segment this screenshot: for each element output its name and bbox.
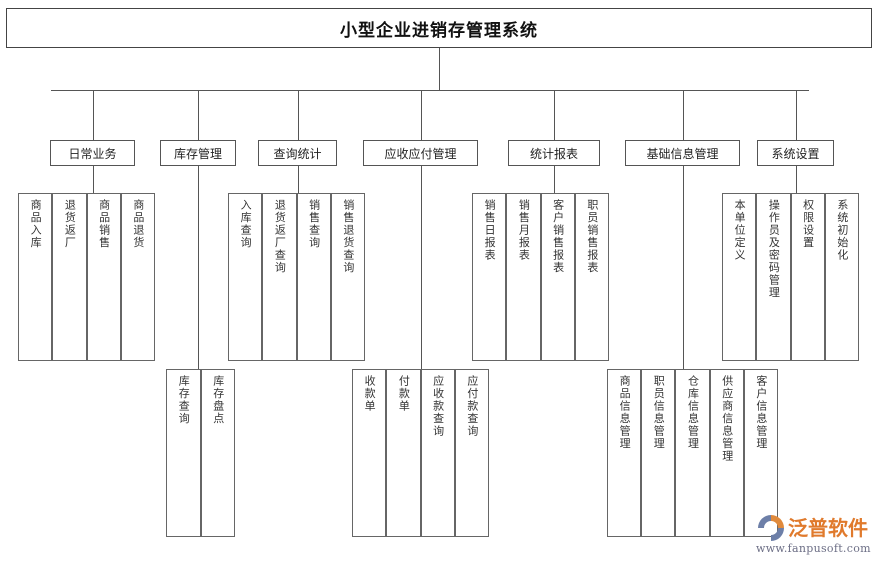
group-box-query-statistics[interactable]: 查询统计 xyxy=(258,140,337,166)
group-label-basic-information-management: 基础信息管理 xyxy=(646,146,719,161)
leaf-label-system-settings-0: 本单位定义 xyxy=(733,199,747,262)
leaf-box-statistical-reports-3[interactable]: 职员销售报表 xyxy=(574,193,609,361)
group-label-daily-business: 日常业务 xyxy=(68,146,117,161)
watermark-row: 泛普软件 xyxy=(756,512,882,544)
leaf-box-receivable-payable-management-1[interactable]: 付款单 xyxy=(386,369,421,537)
group-box-receivable-payable-management[interactable]: 应收应付管理 xyxy=(363,140,478,166)
leaf-label-basic-information-management-1: 职员信息管理 xyxy=(652,375,666,450)
leaf-label-daily-business-3: 商品退货 xyxy=(131,199,145,249)
leaf-box-statistical-reports-0[interactable]: 销售日报表 xyxy=(472,193,507,361)
leaf-label-basic-information-management-4: 客户信息管理 xyxy=(754,375,768,450)
child-drop-line-basic-information-management xyxy=(683,166,684,369)
leaf-box-query-statistics-2[interactable]: 销售查询 xyxy=(296,193,331,361)
leaf-box-basic-information-management-1[interactable]: 职员信息管理 xyxy=(641,369,676,537)
group-box-statistical-reports[interactable]: 统计报表 xyxy=(508,140,600,166)
watermark-brand: 泛普软件 xyxy=(788,516,868,540)
group-box-basic-information-management[interactable]: 基础信息管理 xyxy=(625,140,740,166)
leaf-box-inventory-management-0[interactable]: 库存查询 xyxy=(166,369,201,537)
leaf-box-system-settings-2[interactable]: 权限设置 xyxy=(790,193,825,361)
trunk-line xyxy=(439,48,440,90)
leaf-label-basic-information-management-2: 仓库信息管理 xyxy=(686,375,700,450)
leaf-label-system-settings-3: 系统初始化 xyxy=(835,199,849,262)
leaf-box-daily-business-3[interactable]: 商品退货 xyxy=(120,193,155,361)
group-label-query-statistics: 查询统计 xyxy=(273,146,322,161)
leaf-box-basic-information-management-3[interactable]: 供应商信息管理 xyxy=(709,369,744,537)
group-drop-line-statistical-reports xyxy=(554,90,555,140)
leaf-label-statistical-reports-2: 客户销售报表 xyxy=(551,199,565,274)
group-drop-line-daily-business xyxy=(93,90,94,140)
fanpu-watermark: 泛普软件 www.fanpusoft.com xyxy=(756,512,882,564)
leaf-box-system-settings-0[interactable]: 本单位定义 xyxy=(722,193,757,361)
child-drop-line-daily-business xyxy=(93,166,94,193)
leaf-box-basic-information-management-2[interactable]: 仓库信息管理 xyxy=(675,369,710,537)
leaf-label-query-statistics-3: 销售退货查询 xyxy=(341,199,355,274)
main-bus-line xyxy=(51,90,809,91)
leaf-label-system-settings-2: 权限设置 xyxy=(801,199,815,249)
leaf-box-query-statistics-3[interactable]: 销售退货查询 xyxy=(330,193,365,361)
leaf-label-inventory-management-1: 库存盘点 xyxy=(211,375,225,425)
leaf-label-receivable-payable-management-3: 应付款查询 xyxy=(465,375,479,438)
group-drop-line-inventory-management xyxy=(198,90,199,140)
group-drop-line-receivable-payable-management xyxy=(421,90,422,140)
leaf-box-query-statistics-1[interactable]: 退货返厂查询 xyxy=(262,193,297,361)
child-drop-line-receivable-payable-management xyxy=(421,166,422,369)
leaf-box-statistical-reports-1[interactable]: 销售月报表 xyxy=(506,193,541,361)
leaf-box-system-settings-1[interactable]: 操作员及密码管理 xyxy=(756,193,791,361)
child-drop-line-query-statistics xyxy=(298,166,299,193)
leaf-box-daily-business-1[interactable]: 退货返厂 xyxy=(52,193,87,361)
group-label-statistical-reports: 统计报表 xyxy=(529,146,578,161)
leaf-box-system-settings-3[interactable]: 系统初始化 xyxy=(824,193,859,361)
group-drop-line-basic-information-management xyxy=(683,90,684,140)
leaf-box-inventory-management-1[interactable]: 库存盘点 xyxy=(200,369,235,537)
leaf-label-receivable-payable-management-2: 应收款查询 xyxy=(431,375,445,438)
leaf-label-inventory-management-0: 库存查询 xyxy=(177,375,191,425)
leaf-box-basic-information-management-0[interactable]: 商品信息管理 xyxy=(607,369,642,537)
group-box-daily-business[interactable]: 日常业务 xyxy=(50,140,135,166)
child-drop-line-inventory-management xyxy=(198,166,199,369)
fanpu-swirl-logo-icon xyxy=(756,513,786,543)
leaf-box-query-statistics-0[interactable]: 入库查询 xyxy=(228,193,263,361)
leaf-label-daily-business-2: 商品销售 xyxy=(97,199,111,249)
leaf-label-basic-information-management-0: 商品信息管理 xyxy=(618,375,632,450)
leaf-label-query-statistics-1: 退货返厂查询 xyxy=(273,199,287,274)
leaf-label-statistical-reports-3: 职员销售报表 xyxy=(585,199,599,274)
leaf-box-daily-business-0[interactable]: 商品入库 xyxy=(18,193,53,361)
group-label-system-settings: 系统设置 xyxy=(771,146,820,161)
leaf-label-receivable-payable-management-1: 付款单 xyxy=(397,375,411,413)
group-box-system-settings[interactable]: 系统设置 xyxy=(757,140,834,166)
group-box-inventory-management[interactable]: 库存管理 xyxy=(160,140,236,166)
leaf-label-daily-business-0: 商品入库 xyxy=(29,199,43,249)
page-title: 小型企业进销存管理系统 xyxy=(340,20,538,41)
leaf-box-basic-information-management-4[interactable]: 客户信息管理 xyxy=(743,369,778,537)
leaf-box-receivable-payable-management-0[interactable]: 收款单 xyxy=(352,369,387,537)
group-label-receivable-payable-management: 应收应付管理 xyxy=(384,146,457,161)
leaf-label-query-statistics-0: 入库查询 xyxy=(239,199,253,249)
leaf-label-system-settings-1: 操作员及密码管理 xyxy=(767,199,781,299)
group-drop-line-system-settings xyxy=(796,90,797,140)
leaf-box-statistical-reports-2[interactable]: 客户销售报表 xyxy=(540,193,575,361)
child-drop-line-statistical-reports xyxy=(554,166,555,193)
system-title-box: 小型企业进销存管理系统 xyxy=(6,8,872,48)
group-drop-line-query-statistics xyxy=(298,90,299,140)
leaf-label-statistical-reports-0: 销售日报表 xyxy=(483,199,497,262)
leaf-label-receivable-payable-management-0: 收款单 xyxy=(363,375,377,413)
leaf-label-query-statistics-2: 销售查询 xyxy=(307,199,321,249)
leaf-box-receivable-payable-management-2[interactable]: 应收款查询 xyxy=(420,369,455,537)
group-label-inventory-management: 库存管理 xyxy=(173,146,222,161)
child-drop-line-system-settings xyxy=(796,166,797,193)
watermark-url: www.fanpusoft.com xyxy=(756,542,871,555)
leaf-box-receivable-payable-management-3[interactable]: 应付款查询 xyxy=(454,369,489,537)
leaf-label-statistical-reports-1: 销售月报表 xyxy=(517,199,531,262)
leaf-box-daily-business-2[interactable]: 商品销售 xyxy=(86,193,121,361)
leaf-label-daily-business-1: 退货返厂 xyxy=(63,199,77,249)
leaf-label-basic-information-management-3: 供应商信息管理 xyxy=(720,375,734,463)
